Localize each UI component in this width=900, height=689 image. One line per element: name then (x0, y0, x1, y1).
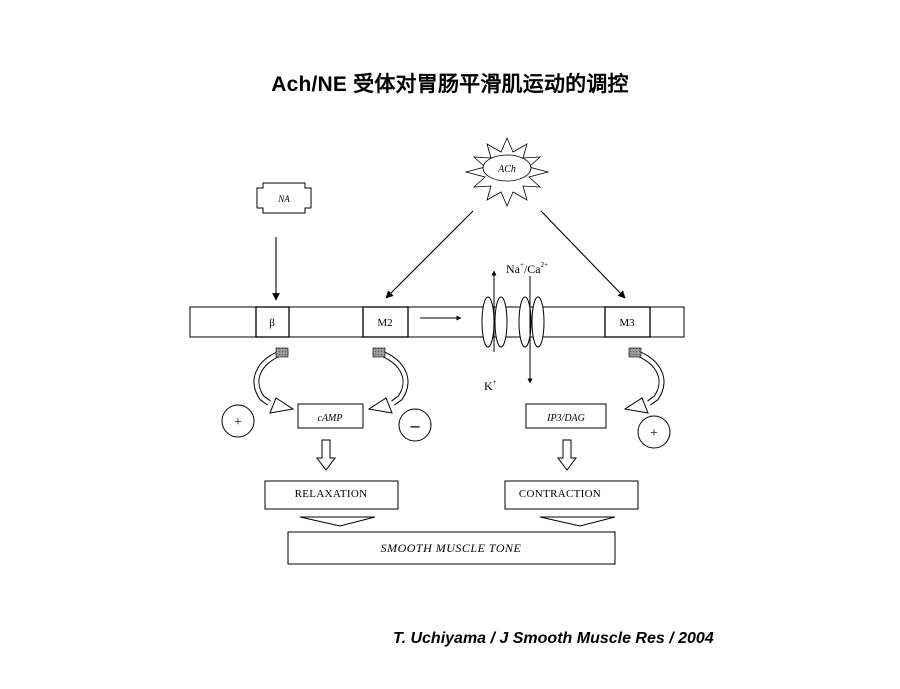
minus-sign: – (398, 408, 432, 442)
svg-text:+: + (234, 415, 242, 430)
na-label: NA (277, 194, 290, 204)
ion-channels (481, 296, 545, 348)
beta-curved-arrow (253, 347, 295, 414)
m3-receptor: M3 (604, 306, 651, 338)
m2-label: M2 (377, 317, 392, 329)
smooth-muscle-tone-box: SMOOTH MUSCLE TONE (287, 531, 616, 565)
citation: T. Uchiyama / J Smooth Muscle Res / 2004 (393, 630, 714, 647)
ach-to-m3-arrow (540, 210, 626, 299)
na-ligand: NA (256, 182, 312, 214)
svg-text:+: + (650, 426, 658, 441)
beta-label: β (269, 317, 275, 329)
na-ca-ion-label: Na+/Ca2+ (506, 261, 548, 276)
m3-label: M3 (619, 317, 635, 329)
m2-curved-arrow (367, 347, 409, 414)
m3-curved-arrow (623, 347, 665, 414)
contraction-to-tone-arrow (539, 516, 616, 527)
m2-receptor: M2 (362, 306, 409, 338)
smooth-muscle-tone-label: SMOOTH MUSCLE TONE (381, 541, 522, 555)
ach-ligand: ACh (464, 136, 550, 208)
camp-label: cAMP (318, 413, 343, 424)
camp-to-relaxation-arrow (316, 439, 336, 471)
ip3-dag-label: IP3/DAG (546, 413, 585, 424)
ach-label: ACh (497, 164, 516, 175)
camp-box: cAMP (297, 403, 364, 429)
contraction-label: CONTRACTION (519, 488, 601, 500)
plus-sign-left: + (221, 404, 255, 438)
svg-text:–: – (410, 415, 421, 435)
plus-sign-right: + (637, 415, 671, 449)
contraction-box: CONTRACTION (504, 480, 639, 510)
ip3-dag-box: IP3/DAG (525, 403, 607, 429)
k-ion-label: K+ (484, 378, 497, 393)
slide-title: Ach/NE 受体对胃肠平滑肌运动的调控 (271, 73, 629, 96)
beta-receptor: β (255, 306, 290, 338)
ach-to-m2-arrow (385, 210, 474, 299)
relaxation-label: RELAXATION (295, 488, 368, 500)
relaxation-box: RELAXATION (264, 480, 399, 510)
relaxation-to-tone-arrow (299, 516, 376, 527)
ip3-to-contraction-arrow (557, 439, 577, 471)
